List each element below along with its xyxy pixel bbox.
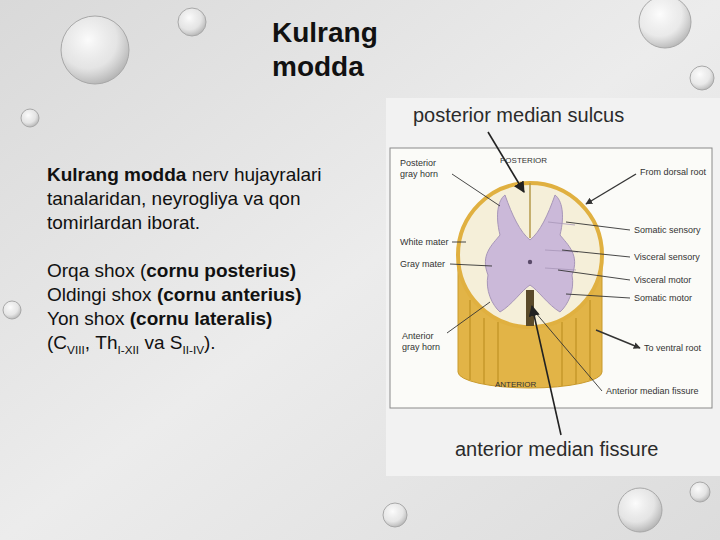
part-label: Anterior gray horn [402, 331, 452, 352]
part-label: Somatic motor [634, 293, 692, 304]
part-label: Visceral motor [634, 275, 691, 286]
water-drop [3, 301, 21, 319]
central-canal [528, 260, 532, 264]
paragraph: Orqa shox (cornu posterius) [47, 259, 347, 283]
water-drop [21, 109, 39, 127]
part-label: White mater [400, 237, 449, 248]
part-label: Somatic sensory [634, 225, 701, 236]
water-drop [690, 66, 714, 90]
body-text-run: Yon shox [47, 308, 124, 329]
subscript-text: II-IV [182, 343, 204, 356]
image-frame [390, 148, 712, 408]
body-text-run: va S [144, 332, 182, 353]
cord-stripe [561, 322, 563, 386]
water-drop [178, 8, 206, 36]
part-label: Posterior gray horn [400, 158, 450, 179]
body-text-run: Orqa shox ( [47, 260, 146, 281]
cord-stripe [469, 300, 471, 380]
subscript-text: VIII [67, 343, 85, 356]
part-label: From dorsal root [640, 167, 706, 178]
leader-line [558, 270, 630, 280]
leader-arrow [596, 330, 640, 348]
water-drops [3, 0, 714, 532]
cord-stripe [575, 318, 577, 384]
paragraph: Kulrang moddanerv hujayralari tanalarida… [47, 163, 347, 235]
leader-line [447, 302, 490, 333]
body-text-run: (C [47, 332, 67, 353]
paragraph: Oldingi shox(cornu anterius) [47, 283, 347, 307]
posterior-median-sulcus-line [529, 183, 531, 238]
cord-section [458, 183, 602, 327]
body-text-run: ). [204, 332, 216, 353]
leader-line [452, 242, 466, 243]
body-text-run: Th [95, 332, 117, 353]
callout-label: anterior median fissure [455, 438, 658, 461]
spinal-cord [458, 183, 602, 388]
body-text-run: , [85, 332, 90, 353]
part-label: Visceral sensory [634, 252, 700, 263]
cord-stripe [497, 322, 499, 386]
cord-stripe [589, 300, 591, 380]
leader-line [450, 264, 492, 266]
bold-text: cornu posterius) [146, 260, 296, 281]
bold-text: Kulrang modda [47, 164, 186, 185]
water-drop [61, 16, 129, 84]
body-text-run: Oldingi shox [47, 284, 152, 305]
gray-matter-zones [545, 222, 578, 270]
part-label: ANTERIOR [495, 380, 536, 389]
leader-line [566, 294, 630, 298]
paragraph: Yon shox (cornu lateralis) (CVIII,ThI-XII v… [47, 307, 347, 355]
part-label: Anterior median fissure [606, 386, 699, 397]
leader-line [535, 312, 602, 391]
cord-stripe [483, 318, 485, 384]
water-drop [690, 482, 710, 502]
leader-arrow [532, 306, 561, 435]
leader-line [562, 250, 630, 257]
callout-label: posterior median sulcus [413, 104, 624, 127]
water-drop [383, 503, 407, 527]
water-drop [618, 488, 662, 532]
slide-title: Kulrang modda [272, 16, 442, 84]
subscript-text: I-XII [118, 343, 140, 356]
part-label: POSTERIOR [500, 156, 547, 165]
body-text: Kulrang moddanerv hujayralari tanalarida… [47, 163, 347, 355]
bold-text: (cornu lateralis) [130, 308, 273, 329]
image-panel [386, 98, 720, 476]
water-drop [639, 0, 691, 48]
part-label: Gray mater [400, 259, 445, 270]
part-label: To ventral root [644, 343, 701, 354]
bold-text: (cornu anterius) [157, 284, 302, 305]
leader-line [566, 222, 630, 230]
leader-arrow [586, 174, 636, 204]
leader-line [452, 174, 500, 206]
